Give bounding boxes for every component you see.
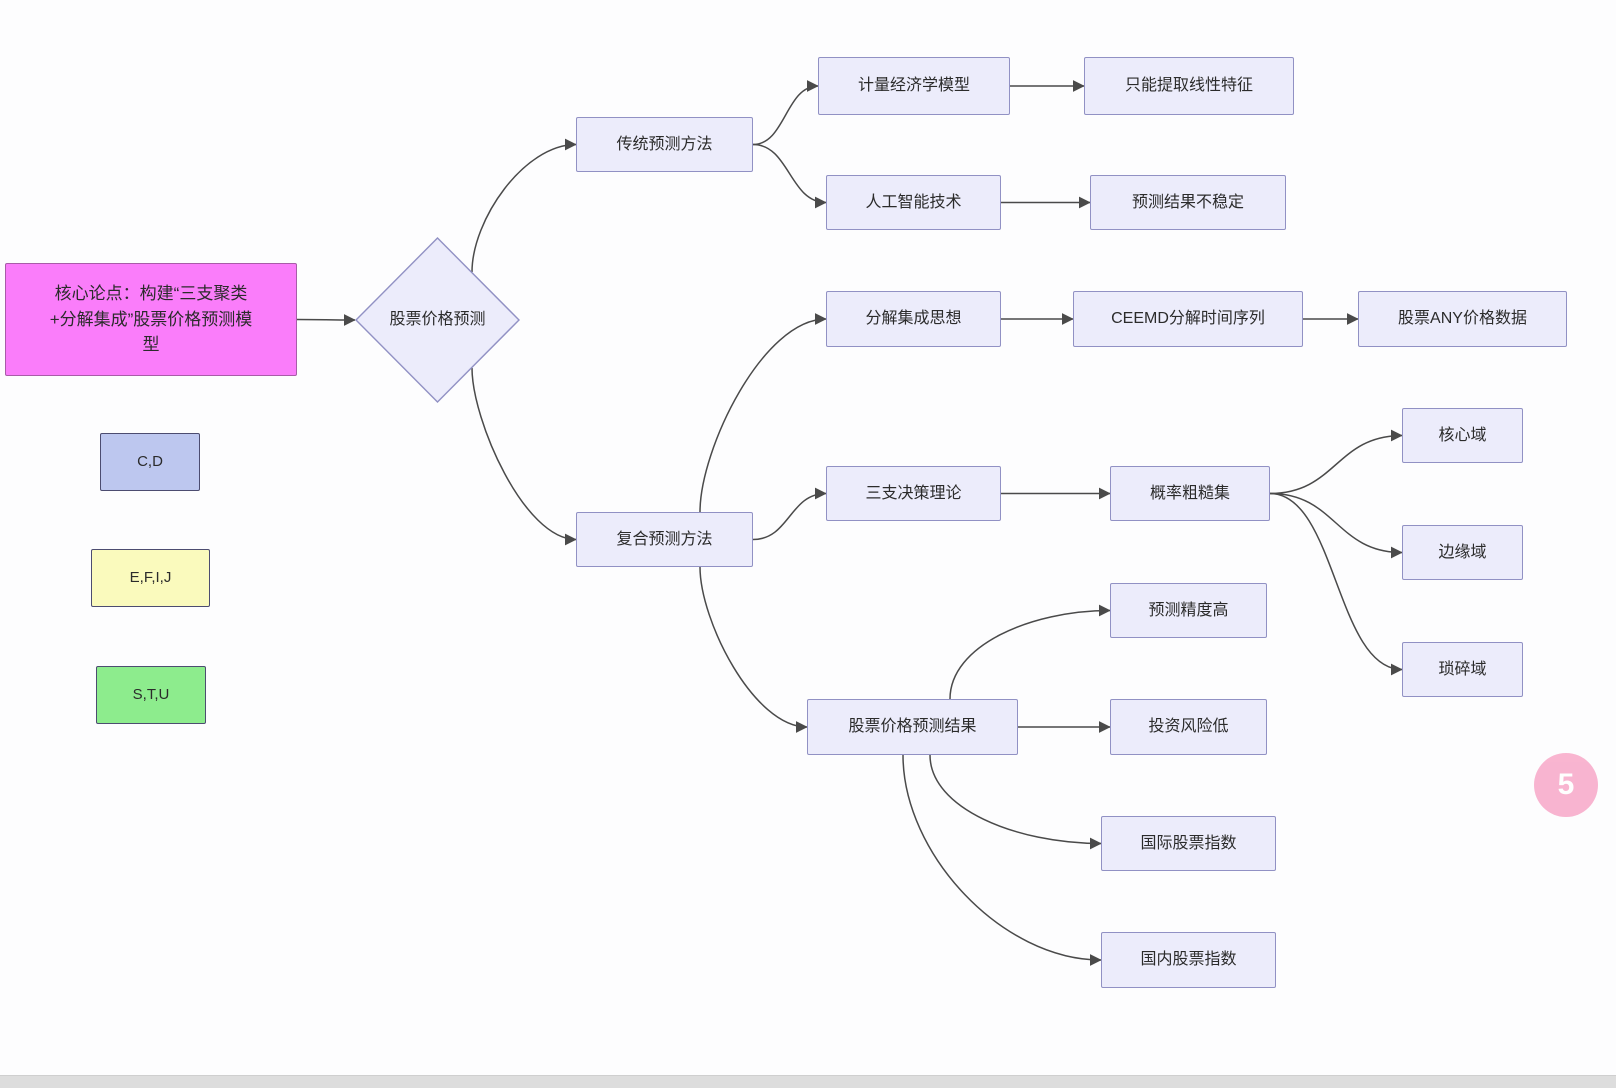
- floating-badge[interactable]: 5: [1534, 753, 1598, 817]
- legend-efij[interactable]: E,F,I,J: [91, 549, 210, 607]
- prediction-result-label: 股票价格预测结果: [848, 718, 977, 735]
- legend-stu-label: S,T,U: [132, 685, 170, 703]
- composite-method-label: 复合预测方法: [616, 530, 713, 548]
- econometric-model-label: 计量经济学模型: [857, 77, 970, 94]
- low-investment-risk[interactable]: 投资风险低: [1110, 699, 1267, 755]
- edge-probabilistic-rough-set-to-core-domain: [1269, 429, 1403, 495]
- high-accuracy[interactable]: 预测精度高: [1110, 583, 1267, 638]
- three-way-decision-theory-label: 三支决策理论: [865, 484, 962, 502]
- edge-probabilistic-rough-set-to-boundary-domain: [1269, 492, 1403, 559]
- ceemd-decompose-label: CEEMD分解时间序列: [1111, 310, 1265, 327]
- domestic-stock-index[interactable]: 国内股票指数: [1101, 932, 1276, 988]
- edge-composite-method-to-three-way-decision-theory: [752, 487, 827, 541]
- ceemd-decompose[interactable]: CEEMD分解时间序列: [1073, 291, 1303, 347]
- composite-method[interactable]: 复合预测方法: [576, 512, 753, 567]
- core-domain-label: 核心域: [1438, 426, 1487, 444]
- edge-traditional-methods-to-econometric-model: [752, 80, 819, 146]
- ai-technology-label: 人工智能技术: [865, 193, 962, 211]
- edge-composite-method-to-decomposition-ensemble: [699, 313, 827, 513]
- bottom-bar: [0, 1075, 1616, 1088]
- decomposition-ensemble-label: 分解集成思想: [865, 310, 962, 327]
- stock-price-prediction-label: 股票价格预测: [389, 311, 486, 328]
- legend-cd-label: C,D: [137, 452, 163, 470]
- unstable-results[interactable]: 预测结果不稳定: [1090, 175, 1286, 230]
- low-investment-risk-label: 投资风险低: [1148, 718, 1229, 735]
- boundary-domain[interactable]: 边缘域: [1402, 525, 1523, 580]
- probabilistic-rough-set-label: 概率粗糙集: [1149, 484, 1230, 502]
- edge-prediction-result-to-high-accuracy: [949, 604, 1111, 700]
- international-stock-index-label: 国际股票指数: [1140, 834, 1237, 852]
- floating-badge-label: 5: [1557, 768, 1575, 801]
- stock-any-price-data-label: 股票ANY价格数据: [1398, 310, 1527, 327]
- three-way-decision-theory[interactable]: 三支决策理论: [826, 466, 1001, 521]
- prediction-result[interactable]: 股票价格预测结果: [807, 699, 1018, 755]
- linear-features-only[interactable]: 只能提取线性特征: [1084, 57, 1294, 115]
- linear-features-only-label: 只能提取线性特征: [1124, 77, 1253, 94]
- probabilistic-rough-set[interactable]: 概率粗糙集: [1110, 466, 1270, 521]
- edge-core-thesis-to-stock-price-prediction: [296, 313, 356, 326]
- decomposition-ensemble[interactable]: 分解集成思想: [826, 291, 1001, 347]
- traditional-methods-label: 传统预测方法: [616, 135, 713, 153]
- stock-price-prediction[interactable]: 股票价格预测: [355, 237, 520, 403]
- edge-stock-price-prediction-to-traditional-methods: [471, 138, 577, 273]
- edge-traditional-methods-to-ai-technology: [752, 143, 827, 209]
- trivial-domain[interactable]: 琐碎域: [1402, 642, 1523, 697]
- edge-prediction-result-to-domestic-stock-index: [902, 754, 1102, 966]
- ai-technology[interactable]: 人工智能技术: [826, 175, 1001, 230]
- unstable-results-label: 预测结果不稳定: [1131, 193, 1244, 211]
- domestic-stock-index-label: 国内股票指数: [1140, 951, 1237, 968]
- edge-stock-price-prediction-to-composite-method: [471, 367, 577, 546]
- econometric-model[interactable]: 计量经济学模型: [818, 57, 1010, 115]
- international-stock-index[interactable]: 国际股票指数: [1101, 816, 1276, 871]
- edge-composite-method-to-prediction-result: [699, 566, 808, 733]
- legend-cd[interactable]: C,D: [100, 433, 200, 491]
- core-thesis[interactable]: 核心论点：构建“三支聚类 +分解集成”股票价格预测模 型: [5, 263, 297, 376]
- edge-prediction-result-to-international-stock-index: [929, 754, 1102, 850]
- stock-any-price-data[interactable]: 股票ANY价格数据: [1358, 291, 1567, 347]
- core-thesis-label: 核心论点：构建“三支聚类 +分解集成”股票价格预测模 型: [49, 284, 253, 355]
- traditional-methods[interactable]: 传统预测方法: [576, 117, 753, 172]
- edge-probabilistic-rough-set-to-trivial-domain: [1269, 492, 1403, 676]
- core-domain[interactable]: 核心域: [1402, 408, 1523, 463]
- boundary-domain-label: 边缘域: [1438, 543, 1487, 561]
- legend-efij-label: E,F,I,J: [129, 568, 172, 586]
- trivial-domain-label: 琐碎域: [1438, 660, 1487, 678]
- high-accuracy-label: 预测精度高: [1148, 601, 1229, 619]
- legend-stu[interactable]: S,T,U: [96, 666, 206, 724]
